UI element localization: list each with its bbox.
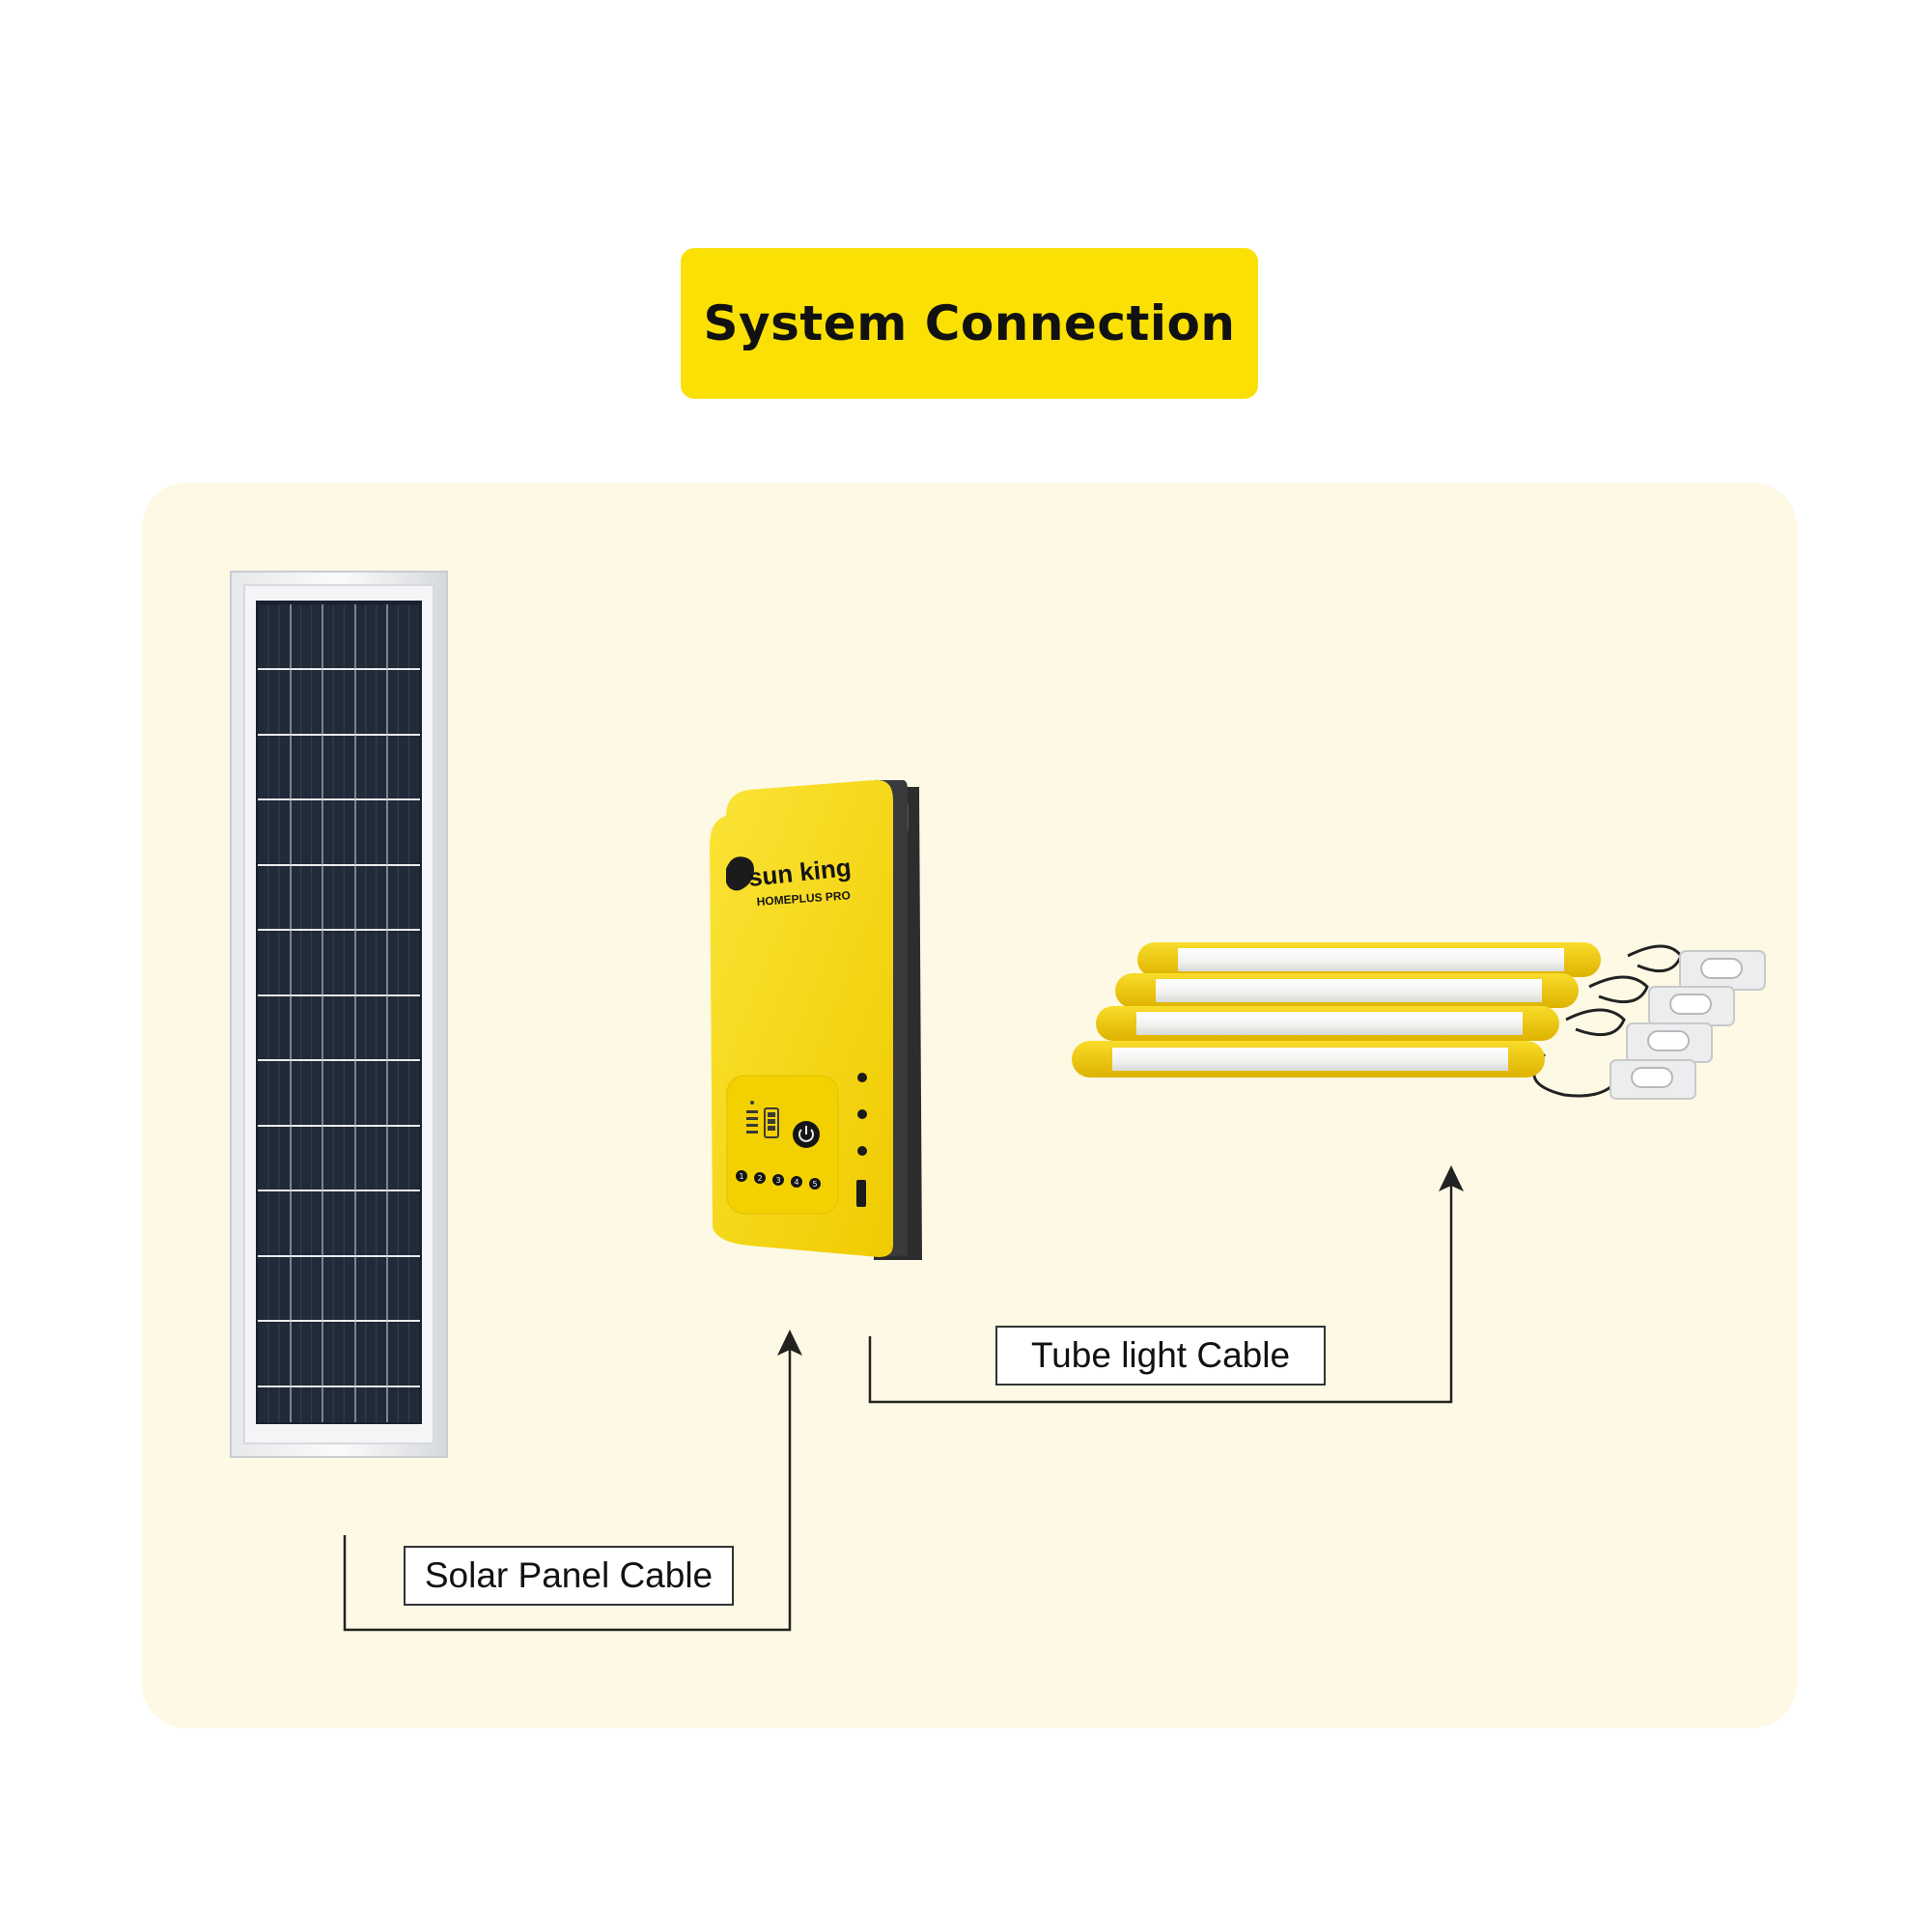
lion-icon [726, 856, 754, 891]
battery-icon [746, 1101, 779, 1138]
model-label: HOMEPLUS PRO [756, 888, 851, 909]
solar-panel-cable-label: Solar Panel Cable [404, 1546, 734, 1606]
title-badge: System Connection [681, 248, 1258, 399]
numbered-buttons: 1 2 3 4 5 [736, 1170, 821, 1190]
tube-light [1072, 1041, 1696, 1100]
numbered-button-label: 4 [794, 1178, 798, 1187]
tube-light [1096, 1006, 1713, 1063]
solar-panel-cable-arrow [343, 1344, 792, 1632]
page-title: System Connection [703, 295, 1236, 351]
tube-lights-image [1072, 942, 1766, 1100]
tube-arrowhead-icon [1439, 1165, 1464, 1191]
tube-light [1137, 942, 1766, 991]
tube-light-cable-arrow [868, 1180, 1453, 1404]
numbered-button-label: 3 [775, 1176, 780, 1185]
power-icon [793, 1121, 820, 1148]
solar-arrowhead-icon [777, 1330, 802, 1356]
numbered-button-label: 5 [812, 1180, 817, 1189]
numbered-button-label: 2 [757, 1174, 762, 1183]
solar-panel-image [230, 571, 448, 1458]
tube-light-cable-label: Tube light Cable [995, 1326, 1326, 1386]
tube-light [1115, 973, 1735, 1026]
numbered-button-label: 1 [739, 1172, 743, 1181]
side-ports [856, 1073, 867, 1207]
